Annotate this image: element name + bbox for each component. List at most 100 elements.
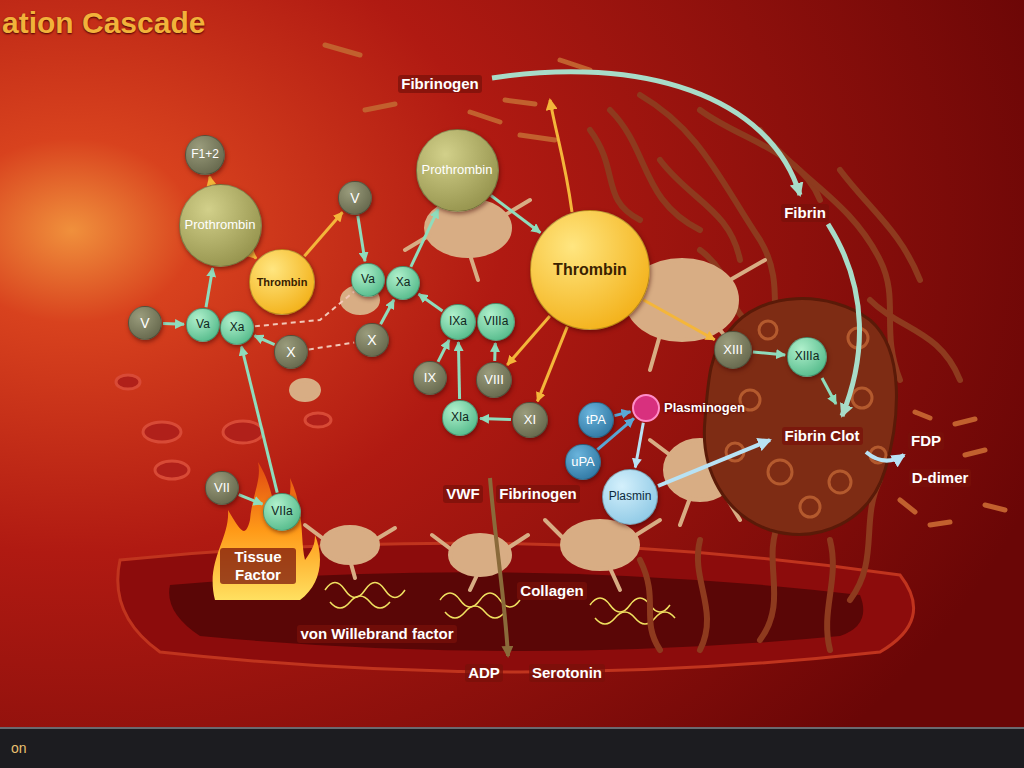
factor-circle: V	[128, 306, 162, 340]
plasmin-to-clot-arrow	[658, 440, 770, 486]
vessel-wall	[118, 543, 914, 672]
connector	[615, 412, 631, 416]
connector	[163, 322, 184, 326]
tissue-factor-flame	[213, 462, 320, 600]
node-text: Xa	[396, 276, 411, 290]
label-text: Fibrinogen	[398, 75, 482, 93]
factor-circle: IX	[413, 361, 447, 395]
platelet-release-arrow	[490, 478, 508, 656]
fibrin-fragments	[900, 412, 1005, 525]
factor-circle: XIII	[714, 331, 752, 369]
node-text: VII	[214, 481, 230, 496]
factor-circle: VII	[205, 471, 239, 505]
platelets	[291, 200, 765, 590]
fibrin-strands	[590, 95, 960, 650]
node-text: VIIa	[271, 505, 292, 519]
clot-to-fdp-arrow	[866, 452, 904, 461]
connector	[239, 495, 263, 505]
factor-circle: XI	[512, 402, 548, 438]
factor-circle: Xa	[386, 266, 420, 300]
connector	[537, 327, 567, 402]
node-text: XI	[524, 413, 536, 428]
label-text: D-dimer	[909, 469, 972, 487]
factor-circle: XIa	[442, 400, 478, 436]
factor-circle: Prothrombin	[179, 184, 262, 267]
factor-circle: uPA	[565, 444, 601, 480]
connector	[491, 196, 540, 233]
factor-circle: Va	[351, 263, 385, 297]
node-text: Thrombin	[257, 276, 308, 289]
node-text: Thrombin	[553, 261, 627, 279]
fibrin-fragment	[955, 419, 975, 424]
label-text: ADP	[465, 664, 503, 682]
node-text: Xa	[230, 321, 245, 335]
collagen-fiber	[440, 593, 520, 607]
label-text: FDP	[908, 432, 944, 450]
plasminogen-dot	[632, 394, 660, 422]
factor-circle: F1+2	[185, 135, 225, 175]
factor-circle: VIII	[476, 362, 512, 398]
diagram-title: ation Cascade	[2, 6, 205, 40]
connector	[480, 417, 511, 421]
connector	[419, 294, 443, 311]
red-blood-cell	[223, 421, 263, 443]
connector	[206, 268, 213, 307]
factor-circle: VIIIa	[477, 303, 515, 341]
connector	[411, 209, 438, 267]
connector	[381, 300, 394, 325]
factor-circle: Va	[186, 308, 220, 342]
node-text: VIII	[484, 373, 504, 388]
factor-circle: X	[355, 323, 389, 357]
node-text: V	[140, 315, 149, 331]
fibrin-fragment	[985, 505, 1005, 510]
bottom-bar	[0, 728, 1024, 768]
node-text: XIII	[723, 343, 743, 358]
node-text: VIIIa	[484, 315, 509, 329]
fibrinogen-to-fibrin-arrow	[492, 72, 800, 195]
node-text: tPA	[586, 413, 606, 428]
fibrin-fragment	[965, 450, 985, 455]
connector	[251, 254, 256, 258]
xiiia-to-clot-arrow	[822, 378, 836, 404]
node-text: XIa	[451, 411, 469, 425]
fibrin-strand	[590, 130, 640, 220]
platelet	[322, 527, 378, 563]
factor-circle: Prothrombin	[416, 129, 499, 212]
factor-circle: Thrombin	[249, 249, 315, 315]
connector	[643, 300, 715, 340]
node-text: V	[350, 190, 359, 206]
connector	[210, 177, 212, 184]
platelet	[291, 380, 319, 400]
collagen-fiber	[445, 606, 505, 618]
connector	[458, 342, 459, 399]
clot-fibre-loop	[768, 460, 792, 484]
clot-fibre-loop	[759, 321, 777, 339]
fibrin-clot	[704, 299, 896, 535]
label-text: Collagen	[517, 582, 586, 600]
collagen-fiber	[325, 583, 405, 598]
factor-circle: X	[274, 335, 308, 369]
red-blood-cell	[143, 422, 181, 442]
plasminogen-dot-fill	[633, 395, 659, 421]
fibrin-fragment	[915, 412, 930, 418]
collagen-fiber	[590, 598, 670, 612]
fibrinogen-rod	[520, 135, 555, 140]
label-text: on	[8, 740, 30, 757]
connector	[309, 343, 354, 350]
clot-fibre-loop	[829, 471, 851, 493]
factor-circle: tPA	[578, 402, 614, 438]
node-text: X	[367, 332, 376, 348]
platelet-pseudopod	[545, 520, 660, 590]
platelet-pseudopod	[305, 525, 395, 578]
node-text: Plasmin	[609, 490, 652, 504]
factor-circle: Plasmin	[602, 469, 658, 525]
red-blood-cell	[116, 375, 140, 389]
node-text: Va	[361, 273, 375, 287]
connector	[254, 336, 274, 345]
fibrin-strand	[700, 110, 820, 200]
node-text: Plasminogen	[664, 401, 745, 416]
node-text: F1+2	[191, 148, 219, 162]
red-blood-cell	[155, 461, 189, 479]
